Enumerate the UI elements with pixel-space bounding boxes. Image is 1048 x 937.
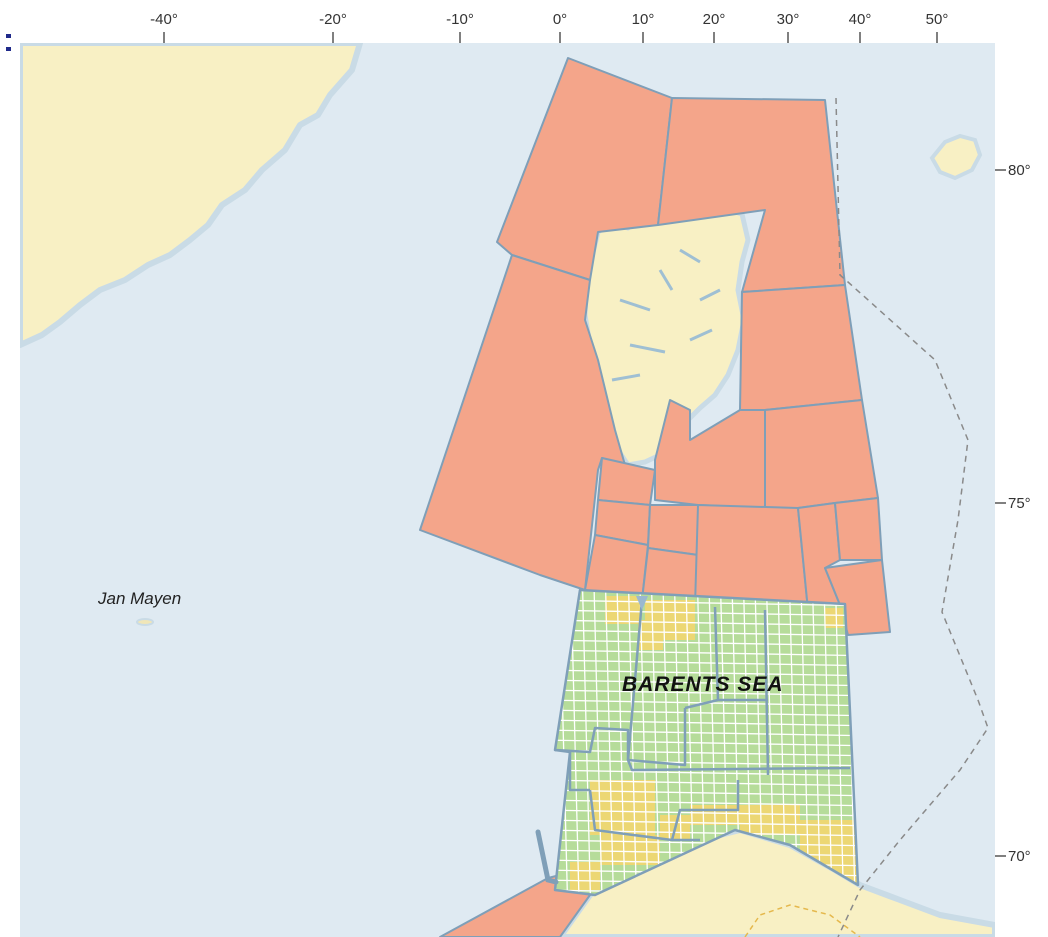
grid-line (555, 709, 858, 717)
longitude-label: -20° (319, 11, 347, 28)
longitude-label: -10° (446, 11, 474, 28)
longitude-label: -40° (150, 11, 178, 28)
grid-line (604, 590, 615, 895)
grid-line (555, 789, 858, 797)
area-s6 (694, 504, 809, 611)
grid-line (800, 590, 810, 895)
area-s4 (647, 504, 699, 556)
dashed-boundary (835, 97, 989, 937)
boundary-marker (535, 829, 559, 885)
grid-line (555, 639, 858, 647)
grid-line (555, 769, 858, 777)
longitude-axis: -40° -20° -10° 0° 10° 20° 30° 40° 50° (150, 11, 948, 43)
grid-line (823, 590, 833, 895)
grid-line (555, 749, 858, 757)
grid-line (555, 759, 858, 767)
grid-line (811, 590, 822, 895)
grid-line (555, 659, 858, 667)
place-label-jan-mayen: Jan Mayen (97, 589, 181, 608)
area-e1 (739, 284, 863, 411)
grid-line (555, 599, 858, 607)
grid-line (581, 590, 592, 895)
longitude-label: 30° (777, 11, 800, 28)
latitude-label: 70° (1008, 848, 1031, 865)
grid-line (555, 799, 858, 807)
block-boundaries (553, 588, 860, 897)
region-label-barents-sea: BARENTS SEA (622, 673, 784, 696)
franz-josef-land (929, 133, 983, 181)
closed-areas (419, 57, 891, 937)
bullet-marker (6, 47, 11, 51)
longitude-label: 50° (926, 11, 949, 28)
area-s9 (824, 559, 891, 636)
grid-line (555, 619, 858, 627)
grid-line (639, 590, 649, 895)
grid-line (555, 679, 858, 687)
barents-block-grid (553, 588, 860, 897)
grid-line (616, 590, 626, 895)
grid-line (627, 590, 638, 895)
longitude-label: 0° (553, 11, 567, 28)
area-e2 (764, 399, 879, 509)
grid-line (555, 719, 858, 727)
pointer-marker (636, 596, 648, 610)
grid-line (555, 729, 858, 737)
grid-line (555, 739, 858, 747)
longitude-label: 10° (632, 11, 655, 28)
grid-line (555, 819, 858, 827)
latitude-label: 80° (1008, 162, 1031, 179)
grid-line (555, 649, 858, 657)
grid-line (593, 590, 603, 895)
grid-line (555, 689, 858, 697)
greenland-land (20, 43, 363, 348)
grid-line (555, 609, 858, 617)
grid-line (555, 669, 858, 677)
area-s8 (834, 497, 883, 561)
latitude-label: 75° (1008, 495, 1031, 512)
longitude-label: 40° (849, 11, 872, 28)
latitude-axis: 80° 75° 70° (995, 162, 1031, 865)
svalbard-fjords (611, 248, 721, 382)
grid-line (555, 629, 858, 637)
bullet-marker (6, 34, 11, 38)
grid-line (555, 779, 858, 787)
jan-mayen-island (136, 618, 154, 626)
grid-line (834, 590, 845, 895)
border-line (744, 904, 861, 937)
area-c (654, 399, 766, 509)
longitude-label: 20° (703, 11, 726, 28)
grid-line (555, 809, 858, 817)
